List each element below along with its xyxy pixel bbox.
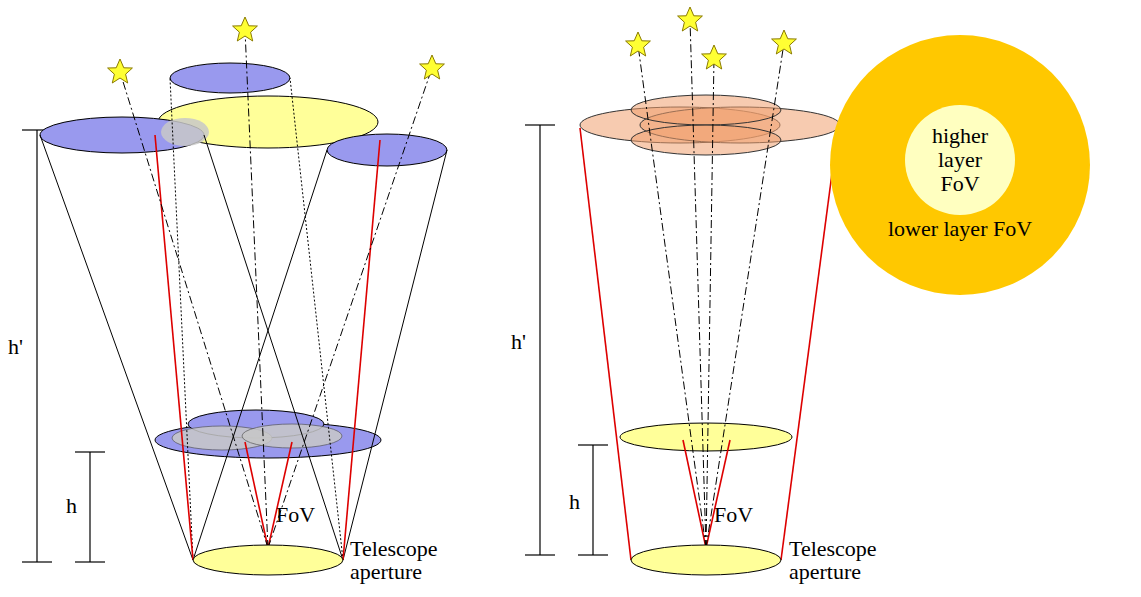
figure-label: h	[569, 490, 580, 513]
circle-label: lower layer FoV	[888, 217, 1032, 241]
circle-label: higher layer FoV	[920, 124, 999, 197]
figure-label: FoV	[276, 503, 315, 526]
figure-label: Telescope aperture	[789, 537, 879, 583]
figure-label: h'	[511, 330, 526, 353]
figure-label: Telescope aperture	[350, 537, 440, 583]
figure-label: h'	[8, 335, 23, 358]
higher-layer-circle: higher layer FoV	[905, 105, 1015, 215]
lower-layer-circle: lower layer FoV higher layer FoV	[830, 35, 1090, 295]
figure-label: h	[66, 494, 77, 517]
figure-label: FoV	[714, 503, 753, 526]
